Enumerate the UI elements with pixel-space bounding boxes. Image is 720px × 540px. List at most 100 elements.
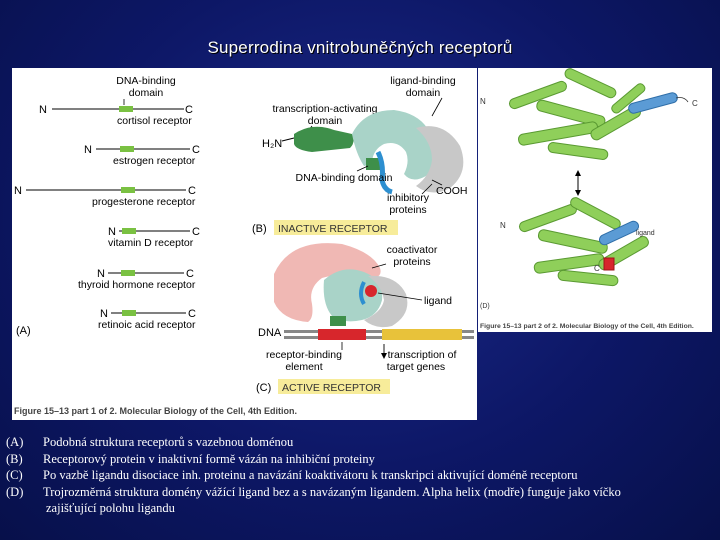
dna-binding-domain-box xyxy=(121,270,135,276)
active-receptor-cap-shape xyxy=(364,275,408,328)
inactive-receptor-badge xyxy=(274,220,398,235)
coactivator-label-1: coactivator xyxy=(387,244,438,256)
inhibitory-label-1: inhibitory xyxy=(387,192,430,204)
active-receptor-badge xyxy=(278,379,390,394)
caption-row-d: (D) Trojrozměrná struktura domény vážící… xyxy=(6,484,716,501)
dna-binding-domain-box xyxy=(121,187,135,193)
dna-binding-domain-box xyxy=(120,146,134,152)
caption-text: Trojrozměrná struktura domény vážící lig… xyxy=(43,484,621,499)
slide-title: Superrodina vnitrobuněčných receptorů xyxy=(207,38,513,57)
helix-shape xyxy=(611,83,646,114)
receptor-name: cortisol receptor xyxy=(117,115,192,127)
c-terminus: C xyxy=(192,226,200,238)
helix-shape xyxy=(537,229,608,254)
panel-b-label: (B) xyxy=(252,223,267,235)
helix-shape xyxy=(547,142,609,160)
receptor-body-shape xyxy=(352,110,435,180)
receptor-row-vitamin-d: N C vitamin D receptor xyxy=(108,226,200,249)
c-terminus: C xyxy=(188,308,196,320)
dna-strand-top xyxy=(284,330,474,333)
c-terminus: C xyxy=(188,185,196,197)
inactive-receptor-label: INACTIVE RECEPTOR xyxy=(278,223,388,235)
figure-panels-abc: DNA-binding domain N C cortisol receptor… xyxy=(12,68,477,420)
figure-panel-d: N C N ligand C xyxy=(478,68,712,332)
structure-with-ligand: N ligand C xyxy=(500,197,655,287)
panel-a-label: (A) xyxy=(16,325,31,337)
figure-caption-part1: Figure 15–13 part 1 of 2. Molecular Biol… xyxy=(14,406,297,416)
helix-shape xyxy=(536,99,606,128)
panel-c-label: (C) xyxy=(256,382,271,394)
arrow-head-down xyxy=(575,190,581,196)
figure-abc-svg: DNA-binding domain N C cortisol receptor… xyxy=(14,75,474,416)
caption-row-a: (A) Podobná struktura receptorů s vazebn… xyxy=(6,434,716,451)
figure-d-svg: N C N ligand C xyxy=(480,68,698,330)
c-terminus: C xyxy=(186,268,194,280)
helix-shape xyxy=(564,68,617,99)
transcription-label-1: transcription of xyxy=(388,349,457,361)
panel-d-label: (D) xyxy=(480,303,490,310)
bound-ligand xyxy=(603,257,615,271)
n-terminus: N xyxy=(14,185,22,197)
receptor-row-thyroid: N C thyroid hormone receptor xyxy=(78,268,196,291)
dna-binding-domain-box xyxy=(122,310,136,316)
receptor-name: retinoic acid receptor xyxy=(98,319,196,331)
caption-continuation: zajišťující polohu ligandu xyxy=(46,501,175,515)
caption-key: (A) xyxy=(6,435,24,449)
transcription-label-2: target genes xyxy=(387,361,445,373)
ligand-dot xyxy=(365,285,377,297)
receptor-row-estrogen: N C estrogen receptor xyxy=(84,144,200,167)
rbe-label-2: element xyxy=(285,361,322,373)
h2n-label: H₂N xyxy=(262,138,282,150)
dna-binding-domain-box xyxy=(122,228,136,234)
dna-binding-label-2: domain xyxy=(129,87,164,99)
receptor-name: vitamin D receptor xyxy=(108,237,194,249)
receptor-binding-element-segment xyxy=(318,329,366,340)
n-terminus: N xyxy=(500,221,506,230)
receptor-name: estrogen receptor xyxy=(113,155,196,167)
ligand-label: ligand xyxy=(424,295,452,307)
transcription-arrow xyxy=(381,353,387,359)
figure-caption-part2: Figure 15–13 part 2 of 2. Molecular Biol… xyxy=(480,323,694,330)
receptor-name: progesterone receptor xyxy=(92,196,196,208)
active-helix-lid-shape xyxy=(359,281,366,306)
rbe-label-1: receptor-binding xyxy=(266,349,342,361)
active-receptor-body-shape xyxy=(323,269,383,322)
active-receptor-label: ACTIVE RECEPTOR xyxy=(282,382,381,394)
receptor-row-retinoic: N C retinoic acid receptor xyxy=(98,308,196,331)
helix-lid-shape xyxy=(375,150,393,195)
caption-key: (C) xyxy=(6,468,23,482)
dna-binding-label-1: DNA-binding xyxy=(116,75,176,87)
transcription-activating-label-1: transcription-activating xyxy=(272,103,377,115)
caption-row-b: (B) Receptorový protein v inaktivní form… xyxy=(6,451,716,468)
ligand-label: ligand xyxy=(636,230,655,237)
caption-text: Podobná struktura receptorů s vazebnou d… xyxy=(43,435,294,449)
receptor-row-cortisol: N C cortisol receptor xyxy=(39,104,193,127)
cooh-label: COOH xyxy=(436,185,468,197)
n-terminus: N xyxy=(39,104,47,116)
n-terminus: N xyxy=(480,97,486,106)
c-terminus: C xyxy=(594,264,600,273)
receptor-name: thyroid hormone receptor xyxy=(78,279,196,291)
inhibitory-label-2: proteins xyxy=(389,204,426,216)
n-terminus: N xyxy=(97,268,105,280)
c-terminus: C xyxy=(185,104,193,116)
n-terminus: N xyxy=(84,144,92,156)
coactivator-protein-shape xyxy=(274,243,381,322)
n-terminus: N xyxy=(100,308,108,320)
caption-key: (D) xyxy=(6,484,24,499)
ligand-binding-label-1: ligand-binding xyxy=(390,75,456,87)
inhibitory-protein-shape xyxy=(416,126,464,193)
transcription-activating-label-2: domain xyxy=(308,115,343,127)
dna-binding-domain-box xyxy=(119,106,133,112)
active-dna-binding-domain-shape xyxy=(330,316,346,326)
helix-shape xyxy=(509,80,567,110)
caption-text: Po vazbě ligandu disociace inh. proteinu… xyxy=(43,468,578,482)
dna-strand-bottom xyxy=(284,336,474,339)
c-terminus: C xyxy=(192,144,200,156)
n-terminus: N xyxy=(108,226,116,238)
dna-binding-domain-label: DNA-binding domain xyxy=(296,172,393,184)
helix-shape xyxy=(570,197,621,230)
caption-list: (A) Podobná struktura receptorů s vazebn… xyxy=(6,434,716,517)
c-terminus: C xyxy=(692,99,698,108)
coactivator-label-2: proteins xyxy=(393,256,430,268)
